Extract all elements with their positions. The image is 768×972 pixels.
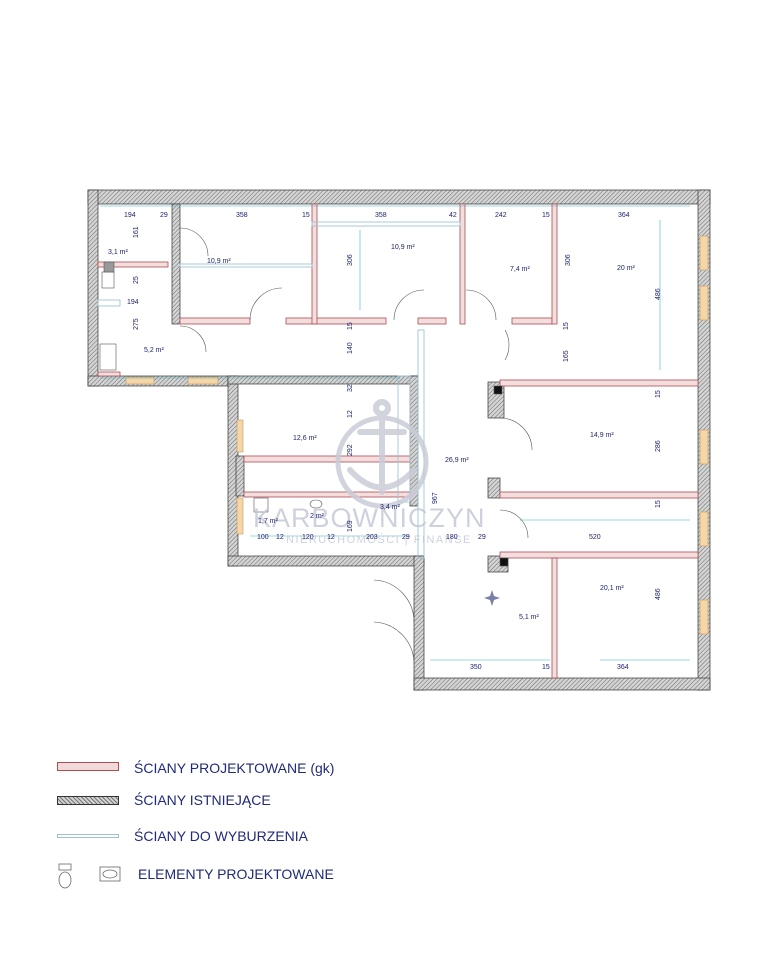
- dimension-label: 967: [432, 492, 439, 504]
- dimension-label: 364: [618, 212, 630, 219]
- room-area: 20,1 m²: [600, 585, 624, 592]
- dimension-label: 15: [563, 322, 570, 330]
- projected-walls: [97, 203, 699, 679]
- room-area: 7,4 m²: [510, 266, 531, 273]
- dimension-label: 15: [542, 212, 550, 219]
- dimension-label: 15: [542, 664, 550, 671]
- room-area: 2 m²: [310, 513, 325, 520]
- dimension-label: 306: [565, 254, 572, 266]
- dimension-label: 194: [124, 212, 136, 219]
- dimension-labels: 194 29 358 15 358 42 242 15 364 161 25 1…: [124, 212, 662, 671]
- dimension-label: 350: [470, 664, 482, 671]
- dimension-label: 29: [402, 534, 410, 541]
- dimension-label: 15: [302, 212, 310, 219]
- room-area: 3,1 m²: [108, 249, 129, 256]
- dimension-label: 520: [589, 534, 601, 541]
- dimension-label: 25: [133, 276, 140, 284]
- anchor-logo: [335, 399, 429, 509]
- dimension-label: 12: [276, 534, 284, 541]
- dimension-label: 486: [655, 588, 662, 600]
- legend-label-elements: ELEMENTY PROJEKTOWANE: [138, 866, 334, 882]
- room-labels: 3,1 m² 10,9 m² 10,9 m² 7,4 m² 20 m² 5,2 …: [108, 244, 636, 621]
- dimension-label: 42: [449, 212, 457, 219]
- dimension-label: 292: [347, 444, 354, 456]
- legend-label-demolition: ŚCIANY DO WYBURZENIA: [134, 828, 308, 844]
- dimension-label: 358: [236, 212, 248, 219]
- dimension-label: 120: [302, 534, 314, 541]
- room-area: 3,4 m²: [380, 504, 401, 511]
- dimension-label: 12: [327, 534, 335, 541]
- dimension-label: 275: [133, 318, 140, 330]
- dimension-label: 180: [446, 534, 458, 541]
- fixtures: [99, 261, 509, 567]
- room-area: 26,9 m²: [445, 457, 469, 464]
- dimension-lines: [100, 205, 690, 661]
- room-area: 12,6 m²: [293, 435, 317, 442]
- dimension-label: 194: [127, 299, 139, 306]
- demolition-wall-swatch: [57, 834, 119, 838]
- watermark-tagline: NIERUCHOMOŚCI | FINANSE: [286, 533, 472, 546]
- dimension-label: 203: [366, 534, 378, 541]
- dimension-label: 306: [347, 254, 354, 266]
- dimension-label: 12: [347, 410, 354, 418]
- dimension-label: 29: [478, 534, 486, 541]
- room-area: 14,9 m²: [590, 432, 614, 439]
- room-area: 20 m²: [617, 265, 636, 272]
- dimension-label: 286: [655, 440, 662, 452]
- dimension-label: 161: [133, 226, 140, 238]
- room-area: 5,1 m²: [519, 614, 540, 621]
- projected-wall-swatch: [57, 762, 119, 771]
- dimension-label: 165: [563, 350, 570, 362]
- door-swings: [179, 227, 533, 663]
- existing-wall-swatch: [57, 796, 119, 805]
- dimension-label: 15: [655, 390, 662, 398]
- windows: [125, 235, 709, 635]
- legend-fixture-icons: [58, 863, 121, 889]
- room-area: 10,9 m²: [207, 258, 231, 265]
- dimension-label: 15: [655, 500, 662, 508]
- dimension-label: 364: [617, 664, 629, 671]
- watermark: KARBOWNICZYN NIERUCHOMOŚCI | FINANSE: [253, 399, 486, 546]
- dimension-label: 242: [495, 212, 507, 219]
- dimension-label: 140: [347, 342, 354, 354]
- dimension-label: 100: [257, 534, 269, 541]
- sink-icon: [99, 866, 121, 882]
- toilet-icon: [58, 863, 72, 889]
- room-area: 5,2 m²: [144, 347, 165, 354]
- dimension-label: 358: [375, 212, 387, 219]
- legend-label-projected: ŚCIANY PROJEKTOWANE (gk): [134, 760, 335, 776]
- legend-label-existing: ŚCIANY ISTNIEJĄCE: [134, 792, 271, 808]
- room-area: 1,7 m²: [258, 518, 279, 525]
- dimension-label: 169: [347, 520, 354, 532]
- watermark-brand: KARBOWNICZYN: [253, 503, 486, 533]
- dimension-label: 486: [655, 288, 662, 300]
- dimension-label: 29: [160, 212, 168, 219]
- dimension-label: 15: [347, 322, 354, 330]
- compass-icon: [484, 590, 500, 606]
- room-area: 10,9 m²: [391, 244, 415, 251]
- dimension-label: 32: [347, 384, 354, 392]
